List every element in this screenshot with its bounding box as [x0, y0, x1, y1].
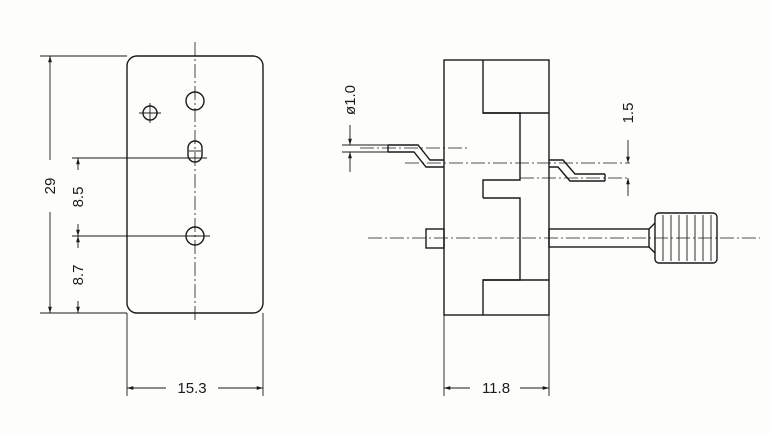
slot-hole — [187, 140, 203, 163]
side-dimensions — [342, 125, 630, 396]
dim-pin-diameter: ø1.0 — [342, 85, 359, 115]
top-hole — [185, 91, 205, 111]
side-view — [360, 59, 760, 316]
slide-profile — [482, 60, 521, 198]
side-body-outline — [443, 59, 550, 316]
dim-11-8: 11.8 — [482, 380, 510, 397]
dim-8-7: 8.7 — [70, 265, 87, 286]
right-pin — [549, 159, 605, 175]
dim-15-3: 15.3 — [177, 380, 206, 397]
dim-1-5: 1.5 — [620, 103, 637, 124]
actuator-stub — [425, 228, 445, 249]
front-view — [126, 42, 264, 322]
dim-29: 29 — [42, 178, 59, 195]
dim-8-5: 8.5 — [70, 187, 87, 208]
left-pin — [388, 144, 444, 161]
front-dimensions — [40, 55, 264, 396]
